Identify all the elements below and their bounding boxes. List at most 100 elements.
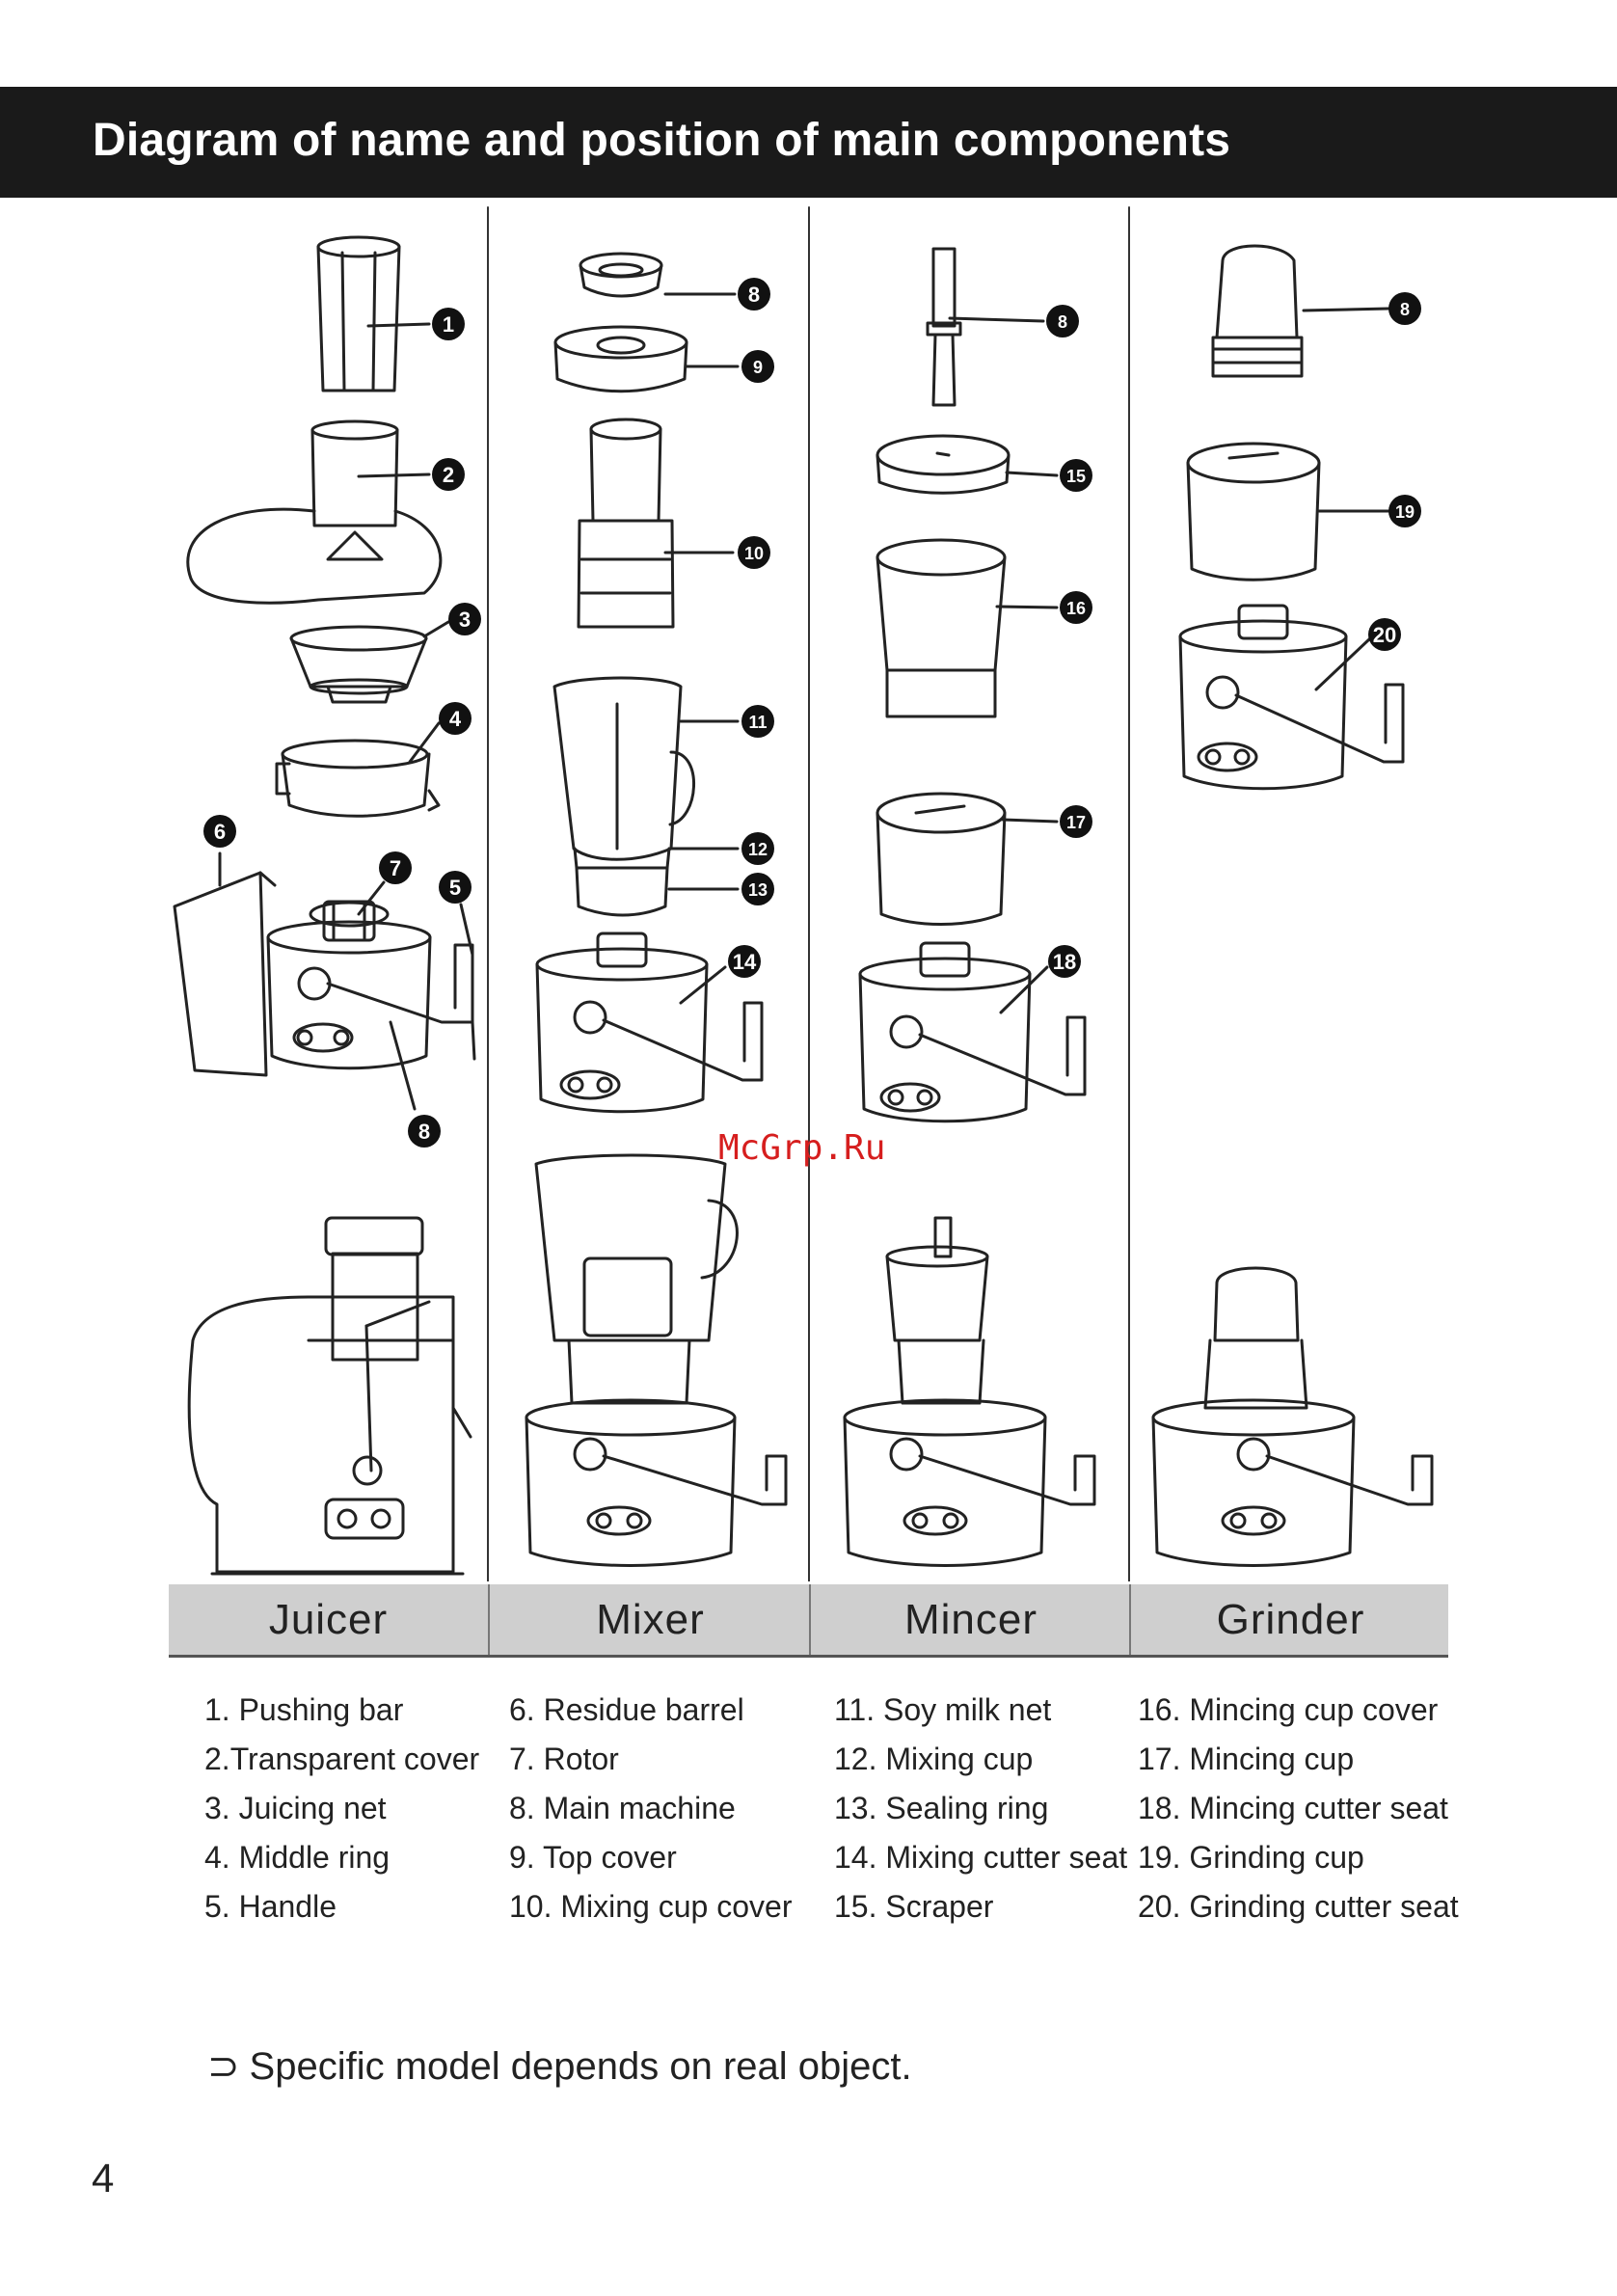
part-item: 4. Middle ring bbox=[204, 1840, 391, 1875]
part-item: 10. Mixing cup cover bbox=[509, 1889, 793, 1924]
top-cover-drawing bbox=[579, 252, 663, 298]
parts-list-column: 16. Mincing cup cover 17. Mincing cup 18… bbox=[1138, 1686, 1459, 1931]
part-item: 11. Soy milk net bbox=[834, 1692, 1052, 1727]
callout-label: 8 bbox=[418, 1120, 430, 1144]
callout-badge: 2 bbox=[432, 458, 465, 491]
part-item: 20. Grinding cutter seat bbox=[1138, 1889, 1459, 1924]
part-item: 13. Sealing ring bbox=[834, 1791, 1049, 1825]
subset-symbol-icon: ⊃ bbox=[207, 2045, 240, 2088]
part-item: 18. Mincing cutter seat bbox=[1138, 1791, 1448, 1825]
callout-badge: 18 bbox=[1048, 945, 1081, 978]
callout-label: 20 bbox=[1373, 623, 1396, 647]
callout-label: 13 bbox=[748, 880, 768, 900]
mincing-cup-drawing bbox=[876, 538, 1007, 718]
main-machine-drawing bbox=[1178, 604, 1405, 791]
parts-list-column: 11. Soy milk net 12. Mixing cup 13. Seal… bbox=[834, 1686, 1127, 1931]
callout-badge: 12 bbox=[741, 832, 774, 865]
callout-label: 8 bbox=[1058, 312, 1067, 332]
part-item: 9. Top cover bbox=[509, 1840, 677, 1875]
callout-badge: 3 bbox=[448, 603, 481, 635]
parts-list-column: 1. Pushing bar 2.Transparent cover 3. Ju… bbox=[204, 1686, 479, 1931]
section-label-mixer: Mixer bbox=[488, 1584, 811, 1655]
components-diagram: 1 2 3 4 5 6 7 8 8 9 10 11 12 13 14 8 15 … bbox=[173, 206, 1434, 1581]
part-item: 7. Rotor bbox=[509, 1742, 619, 1776]
part-item: 8. Main machine bbox=[509, 1791, 736, 1825]
main-machine-drawing bbox=[858, 941, 1087, 1123]
callout-label: 9 bbox=[753, 358, 763, 377]
callout-badge: 14 bbox=[728, 945, 761, 978]
callout-badge: 9 bbox=[741, 350, 774, 383]
callout-label: 4 bbox=[449, 707, 462, 731]
callout-badge: 16 bbox=[1060, 591, 1092, 624]
part-item: 15. Scraper bbox=[834, 1889, 994, 1924]
mixing-cutter-seat-drawing bbox=[573, 847, 671, 917]
callout-label: 8 bbox=[748, 283, 760, 307]
callout-badge: 17 bbox=[1060, 805, 1092, 838]
part-item: 17. Mincing cup bbox=[1138, 1742, 1355, 1776]
callout-label: 8 bbox=[1400, 300, 1410, 319]
residue-barrel-drawing bbox=[173, 871, 277, 1077]
callout-badge: 8 bbox=[1046, 305, 1079, 338]
callout-label: 10 bbox=[744, 544, 764, 563]
middle-ring-drawing bbox=[275, 739, 441, 818]
main-machine-drawing bbox=[535, 932, 764, 1114]
note-text: Specific model depends on real object. bbox=[249, 2045, 912, 2088]
part-item: 12. Mixing cup bbox=[834, 1742, 1034, 1776]
callout-label: 17 bbox=[1066, 813, 1086, 832]
callout-label: 11 bbox=[748, 713, 767, 732]
section-label-grinder: Grinder bbox=[1129, 1584, 1450, 1655]
parts-list-column: 6. Residue barrel 7. Rotor 8. Main machi… bbox=[509, 1686, 792, 1931]
note: ⊃Specific model depends on real object. bbox=[207, 2044, 912, 2089]
callout-badge: 7 bbox=[379, 851, 412, 884]
assembled-grinder-drawing bbox=[1151, 1266, 1434, 1567]
part-item: 16. Mincing cup cover bbox=[1138, 1692, 1439, 1727]
callout-label: 16 bbox=[1066, 599, 1086, 618]
callout-label: 19 bbox=[1395, 502, 1415, 522]
callout-badge: 15 bbox=[1060, 459, 1092, 492]
callout-label: 15 bbox=[1066, 467, 1086, 486]
part-item: 19. Grinding cup bbox=[1138, 1840, 1364, 1875]
callout-label: 14 bbox=[733, 950, 757, 974]
assembled-mincer-drawing bbox=[843, 1216, 1096, 1567]
callout-label: 18 bbox=[1053, 950, 1076, 974]
assembled-juicer-drawing bbox=[187, 1216, 472, 1576]
page-title: Diagram of name and position of main com… bbox=[93, 115, 1231, 166]
callout-label: 1 bbox=[443, 312, 454, 337]
mincing-cutter-seat-drawing bbox=[876, 792, 1007, 926]
section-label-juicer: Juicer bbox=[268, 1595, 389, 1643]
callout-badge: 11 bbox=[741, 705, 774, 738]
part-item: 2.Transparent cover bbox=[204, 1742, 480, 1776]
part-item: 3. Juicing net bbox=[204, 1791, 387, 1825]
part-item: 5. Handle bbox=[204, 1889, 337, 1924]
mincing-cup-cover-drawing bbox=[876, 434, 1011, 495]
callout-badge: 1 bbox=[432, 308, 465, 340]
section-bar: Juicer Mixer Mincer Grinder bbox=[169, 1584, 1448, 1658]
leader-lines bbox=[218, 292, 1390, 1111]
grinding-cup-drawing bbox=[1211, 244, 1304, 378]
part-item: 1. Pushing bar bbox=[204, 1692, 404, 1727]
callout-label: 12 bbox=[748, 840, 768, 859]
callout-badge: 19 bbox=[1388, 495, 1421, 527]
callout-badge: 4 bbox=[439, 702, 472, 735]
main-machine-drawing bbox=[266, 920, 476, 1070]
callout-badge: 20 bbox=[1368, 618, 1401, 651]
part-item: 6. Residue barrel bbox=[509, 1692, 744, 1727]
callout-label: 7 bbox=[390, 856, 401, 880]
soy-milk-net-drawing bbox=[577, 418, 675, 629]
mixing-cup-drawing bbox=[552, 676, 695, 861]
callout-badge: 8 bbox=[1388, 292, 1421, 325]
juicing-net-drawing bbox=[289, 625, 428, 704]
callout-label: 6 bbox=[214, 820, 226, 844]
callout-badge: 10 bbox=[738, 536, 770, 569]
page-number: 4 bbox=[92, 2155, 115, 2201]
callout-badges: 1 2 3 4 5 6 7 8 8 9 10 11 12 13 14 8 15 … bbox=[203, 278, 1421, 1148]
callout-label: 2 bbox=[443, 463, 454, 487]
section-label-mincer: Mincer bbox=[809, 1584, 1131, 1655]
callout-badge: 13 bbox=[741, 873, 774, 905]
watermark: McGrp.Ru bbox=[718, 1128, 886, 1168]
scraper-drawing bbox=[926, 247, 962, 407]
grinding-cutter-seat-drawing bbox=[1186, 442, 1321, 581]
part-item: 14. Mixing cutter seat bbox=[834, 1840, 1128, 1875]
callout-badge: 6 bbox=[203, 815, 236, 848]
header-bar bbox=[0, 87, 1617, 198]
